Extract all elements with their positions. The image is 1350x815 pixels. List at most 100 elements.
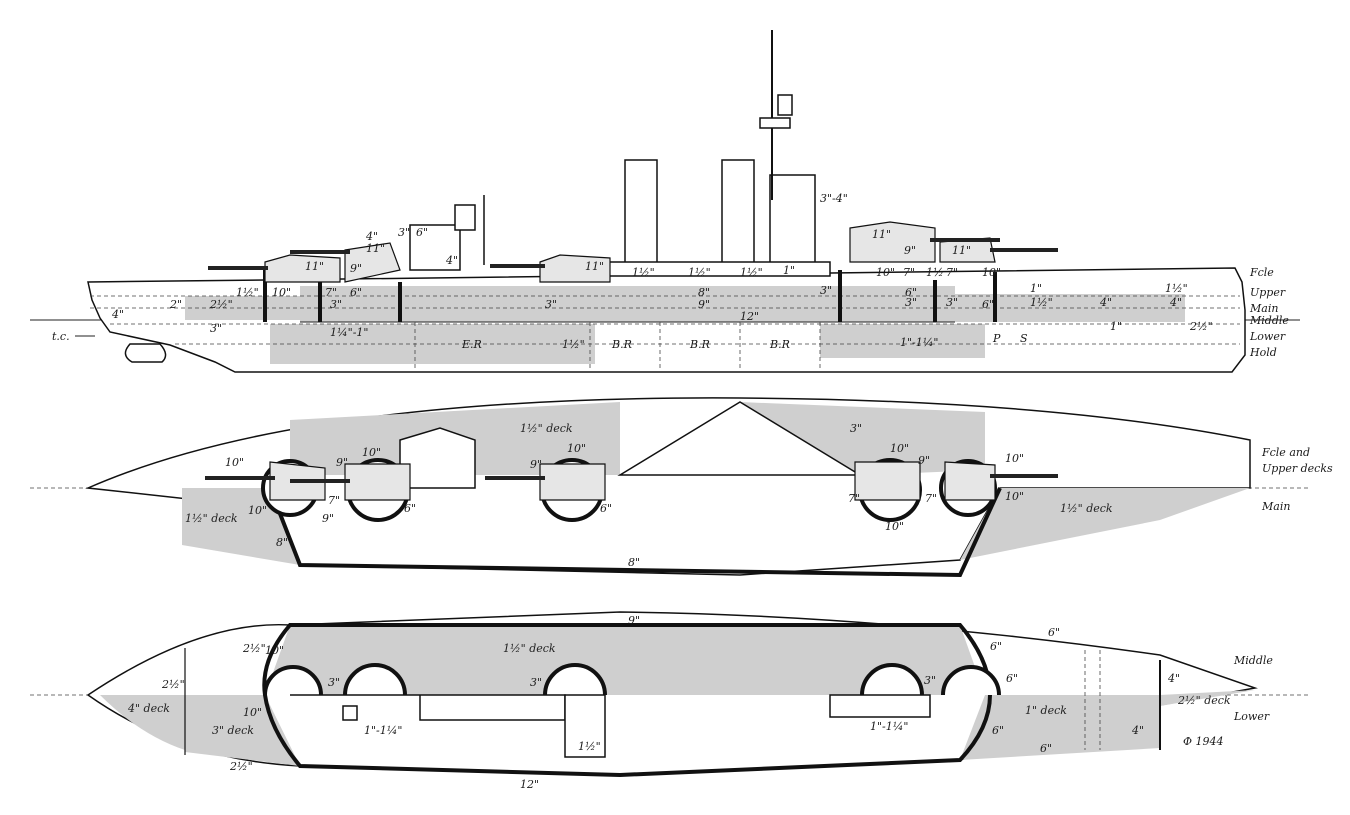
- aft-turret-profile: [849, 221, 936, 263]
- compartment-label: B.R: [689, 338, 710, 351]
- upper-plan-label: 10": [890, 442, 909, 455]
- deck-name-upper: Upper: [1250, 286, 1286, 299]
- upper-plan-label: 6": [600, 502, 612, 515]
- lower-plan-label: 6": [1048, 626, 1060, 639]
- starboard-label: S: [1020, 332, 1028, 345]
- lower-plan-label: 4": [1167, 672, 1180, 685]
- lower-deck-plan: 2½" 9" 6" 10" 1½" deck 6" 2½" 3" 3" 3" 6…: [30, 611, 1310, 791]
- lower-plan-deck-label: 2½" deck: [1177, 694, 1231, 707]
- aft-turret-plan: [944, 461, 996, 501]
- profile-label: 1½": [740, 266, 763, 279]
- lower-plan-label: 6": [1040, 742, 1052, 755]
- profile-label: 8": [698, 286, 710, 299]
- profile-label: 1½": [688, 266, 711, 279]
- profile-label: 3": [946, 296, 958, 309]
- upper-plan-label: 9": [530, 458, 542, 471]
- fwd-barbette-lower: [263, 665, 323, 696]
- fighting-top: [759, 117, 791, 129]
- main-belt-shading: [300, 286, 955, 322]
- rangefinder: [777, 94, 793, 116]
- profile-label: 3": [398, 226, 410, 239]
- profile-label: 11": [585, 260, 604, 273]
- profile-label: 3": [905, 296, 917, 309]
- fwd-wing-barbette-lower: [343, 663, 407, 696]
- stern-lower-shading: [1160, 690, 1255, 706]
- profile-label: 7": [946, 266, 958, 279]
- profile-label: 9": [350, 262, 362, 275]
- midship-magazine: [564, 694, 606, 758]
- lower-plan-label: 6": [990, 640, 1002, 653]
- lower-plan-label: 10": [265, 644, 284, 657]
- profile-label: 3": [210, 322, 222, 335]
- magazine-hatch: [342, 705, 358, 721]
- profile-label: 3": [820, 284, 832, 297]
- profile-label: 9": [904, 244, 916, 257]
- profile-label: 6": [350, 286, 362, 299]
- aft-wing-turret-plan: [854, 461, 921, 501]
- fwd-wing-turret-profile: [344, 242, 401, 283]
- aft-upper-shading: [740, 402, 985, 475]
- lower-plan-side-label: Lower: [1233, 710, 1270, 723]
- bridge-tower: [769, 174, 816, 266]
- profile-label: 1"-1¼": [900, 336, 939, 349]
- upper-plan-label: 10": [567, 442, 586, 455]
- lower-plan-label: 2½": [242, 642, 266, 655]
- lower-plan-label: 9": [628, 614, 640, 627]
- aft-wing-barbette-lower: [860, 663, 924, 696]
- profile-label: 1": [783, 264, 795, 277]
- lower-plan-deck-label: 1" deck: [1025, 704, 1067, 717]
- lower-plan-label: 1"-1¼": [364, 724, 403, 737]
- lower-plan-label: 2½": [161, 678, 185, 691]
- profile-label: 6": [905, 286, 917, 299]
- aft-lower-shading: [820, 324, 985, 358]
- midship-turret-profile: [539, 254, 611, 283]
- profile-label: 3": [330, 298, 342, 311]
- tc-label: t.c.: [52, 330, 70, 343]
- profile-label: 11": [305, 260, 324, 273]
- ram-bulb: [124, 343, 167, 363]
- bow-lower-shading: [100, 695, 185, 750]
- profile-label: 2½": [209, 298, 233, 311]
- profile-label: 10": [982, 266, 1001, 279]
- profile-label: 1¼"-1": [330, 326, 369, 339]
- lower-plan-label: 4": [1131, 724, 1144, 737]
- magazine-box-aft: [829, 694, 931, 718]
- deck-name-lower: Lower: [1249, 330, 1286, 343]
- profile-label: 11": [952, 244, 971, 257]
- lower-plan-label: 12": [520, 778, 539, 791]
- aft-barbette-lower: [941, 665, 1001, 696]
- profile-label: 1½": [236, 286, 259, 299]
- upper-plan-label: 10": [362, 446, 381, 459]
- upper-plan-label: 7": [848, 492, 860, 505]
- upper-plan-label: 10": [1005, 452, 1024, 465]
- magazine-box-fwd: [290, 694, 566, 721]
- deck-name-middle: Middle: [1249, 314, 1289, 327]
- lower-plan-deck-label: 1½" deck: [503, 642, 556, 655]
- deck-name-fcle: Fcle: [1249, 266, 1274, 279]
- lower-plan-label: 2½": [229, 760, 253, 773]
- fwd-superstructure-plan: [399, 427, 476, 489]
- upper-plan-label: 10": [248, 504, 267, 517]
- profile-view: 11" 9" 11" 4" 3" 6" 4" 11" 1½" 1½" 1½" 1…: [30, 30, 1300, 373]
- profile-label: 4": [1169, 296, 1182, 309]
- upper-plan-deck-label: 1½" deck: [520, 422, 573, 435]
- upper-plan-label: 10": [225, 456, 244, 469]
- lower-plan-label: 3": [328, 676, 340, 689]
- midship-deckhouse-plan: [617, 401, 863, 476]
- lower-plan-label: 1½": [578, 740, 601, 753]
- deck-name-hold: Hold: [1249, 346, 1277, 359]
- upper-plan-label: 9": [322, 512, 334, 525]
- fwd-wing-turret-plan: [344, 463, 411, 501]
- profile-label: 2": [169, 298, 182, 311]
- profile-label: 4": [111, 308, 124, 321]
- profile-label: 10": [272, 286, 291, 299]
- profile-label: 1": [1030, 282, 1042, 295]
- lower-plan-label: 3": [924, 674, 936, 687]
- lower-plan-label: 10": [243, 706, 262, 719]
- profile-label: 1½": [1030, 296, 1053, 309]
- profile-label: 7": [325, 286, 337, 299]
- fwd-lower-shading: [185, 695, 300, 766]
- upper-plan-side-label: Fcle and: [1261, 446, 1310, 459]
- profile-label: 4": [1099, 296, 1112, 309]
